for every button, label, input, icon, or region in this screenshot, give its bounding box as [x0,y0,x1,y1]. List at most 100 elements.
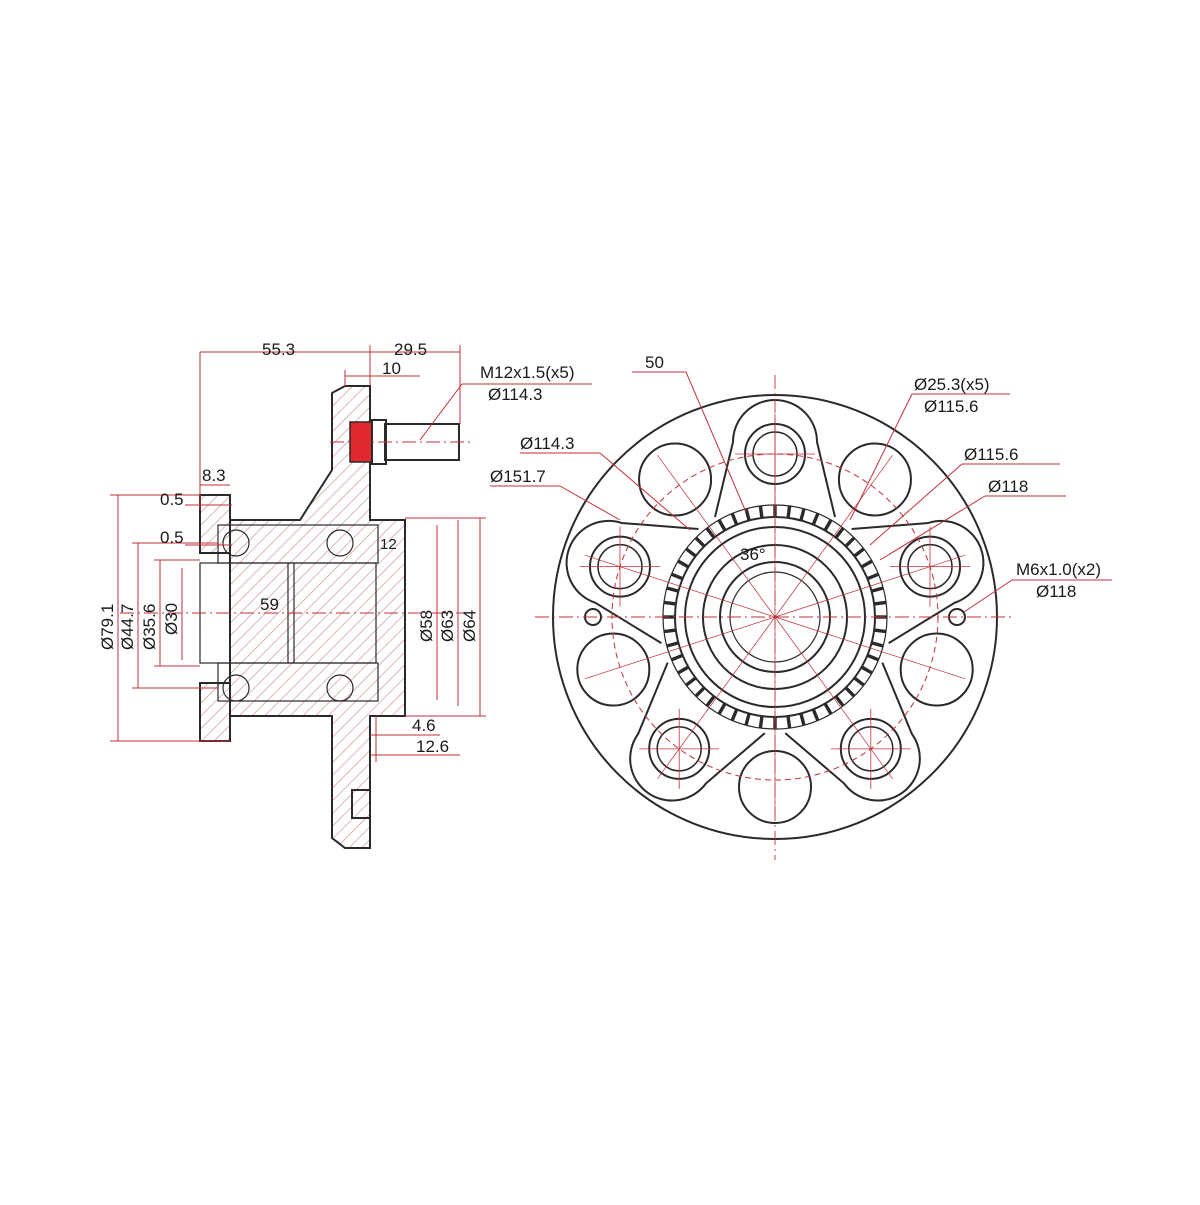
tone-ring-tooth [685,676,697,687]
hub-flange-section [229,385,406,849]
leader-pcd-c [879,495,986,561]
tone-ring-tooth [758,715,764,729]
label-dia-44-7: Ø44.7 [118,604,137,650]
tone-ring-tooth [786,715,792,729]
label-angle: 36° [740,545,766,564]
label-dia-64: Ø64 [460,610,479,642]
bearing-ball-tr [326,529,354,557]
label-hole-dia: Ø25.3(x5) [914,375,990,394]
leader-hole [849,393,913,521]
label-55-3: 55.3 [262,340,295,359]
leader-outer [559,485,621,521]
leader-50 [685,371,747,513]
tone-ring-tooth [666,641,679,648]
tone-ring-tooth [670,572,684,581]
center-ray [774,616,893,780]
label-8-3: 8.3 [202,466,226,485]
flange-arm [565,520,699,645]
label-pcd-a: Ø114.3 [520,434,575,453]
label-stud-thread: M12x1.5(x5) [480,363,574,382]
tone-ring-tooth [873,600,887,606]
tone-ring-tooth [717,519,727,532]
label-12: 12 [380,536,397,553]
label-outer-dia: Ø151.7 [490,467,546,486]
tone-ring-tooth [730,512,739,526]
tone-ring-tooth [834,695,845,707]
label-dia-63: Ø63 [438,610,457,642]
label-pcd-c: Ø118 [988,477,1028,496]
tone-ring-tooth [871,586,884,593]
tone-ring-tooth [744,713,751,726]
tone-ring-tooth [866,653,880,662]
tone-ring-tooth [758,505,764,519]
tone-ring-tooth [694,536,706,548]
tone-ring-tooth [823,519,833,532]
label-0-5-a: 0.5 [160,490,184,509]
label-59: 59 [260,595,279,614]
tone-ring-tooth [811,708,820,722]
center-ray [584,554,776,618]
tone-ring-tooth [799,713,806,726]
left-seal-top [199,494,231,554]
tone-ring-tooth [844,686,856,698]
tone-ring-tooth [799,508,806,521]
left-seal-bottom [199,682,231,742]
flange-arm [784,662,921,802]
label-screw-thread: M6x1.0(x2) [1016,560,1101,579]
leader-pcd-b [869,463,963,546]
label-dia-35-6: Ø35.6 [140,604,159,650]
tone-ring-tooth [685,547,697,558]
label-0-5-b: 0.5 [160,528,184,547]
tone-ring-tooth [694,686,706,698]
center-ray [657,454,776,618]
bearing-race-bottom [217,662,379,702]
tone-ring-tooth [871,641,884,648]
tone-ring-tooth [866,572,880,581]
tone-ring-tooth [663,600,677,606]
tone-ring-tooth [730,708,739,722]
side-section-view: 55.3 29.5 10 M12x1.5(x5) Ø114.3 8.3 0.5 … [98,340,592,849]
tone-ring-tooth [844,536,856,548]
tone-ring-tooth [823,702,833,715]
tone-ring-tooth [677,665,690,675]
label-hole-pcd: Ø115.6 [924,397,979,416]
tone-ring-tooth [860,559,873,569]
flange-arm [629,662,766,802]
tone-ring-tooth [717,702,727,715]
center-ray [584,616,776,680]
tone-ring-tooth [677,559,690,569]
label-screw-pcd: Ø118 [1036,582,1076,601]
label-pcd-b: Ø115.6 [964,445,1019,464]
tone-ring-tooth [853,547,865,558]
label-dia-30: Ø30 [162,603,181,635]
tone-ring-tooth [705,695,716,707]
center-ray [774,554,966,618]
label-dia-79-1: Ø79.1 [98,604,117,650]
label-dia-58: Ø58 [417,610,436,642]
bearing-race-top [217,524,379,564]
bearing-ball-tl [222,529,250,557]
bearing-ball-br [326,674,354,702]
center-ray [774,454,893,618]
label-stud-pcd: Ø114.3 [488,385,543,404]
tone-ring-tooth [860,665,873,675]
tone-ring-tooth [786,505,792,519]
label-29-5: 29.5 [394,340,427,359]
tone-ring-tooth [705,527,716,539]
label-12-6: 12.6 [416,737,449,756]
center-ray [657,616,776,780]
tone-ring-tooth [834,527,845,539]
tone-ring-tooth [873,628,887,634]
leader-pcd-a [599,452,691,531]
label-50: 50 [645,353,664,372]
tone-ring-tooth [663,628,677,634]
front-view: 50 Ø114.3 Ø151.7 Ø25.3(x5) Ø115.6 Ø115.6… [490,353,1112,860]
stud-hole-lower [351,789,371,819]
tone-ring-tooth [666,586,679,593]
label-4-6: 4.6 [412,716,436,735]
tone-ring-tooth [853,676,865,687]
bearing-ball-bl [222,674,250,702]
tone-ring-tooth [670,653,684,662]
